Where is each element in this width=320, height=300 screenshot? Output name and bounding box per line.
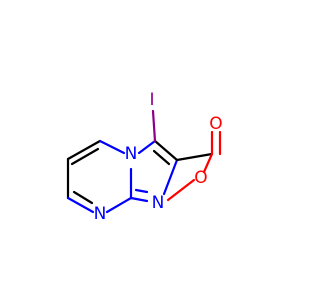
bond-n1-c8a-inner — [134, 188, 149, 194]
atom-o-carbonyl: O — [209, 114, 222, 134]
atom-labels: I N N N O O — [94, 90, 223, 224]
bond-n4-c5 — [98, 139, 126, 155]
bond-c3-c2-inner — [152, 149, 171, 166]
atom-n-imidazole: N — [152, 193, 165, 213]
atom-o-ester: O — [194, 168, 207, 188]
bond-carbonyl-ester-o — [202, 152, 214, 174]
bonds — [66, 109, 222, 214]
bond-c5-c6 — [66, 139, 102, 161]
bond-c7-n8-inner — [72, 190, 94, 205]
bond-c7-n8 — [66, 196, 95, 214]
atom-n-bridge: N — [125, 144, 138, 164]
bond-n8-c8a — [105, 196, 133, 214]
molecule-structure: I N N N O O — [66, 90, 223, 224]
bond-c5-c6-inner — [70, 147, 100, 166]
bond-ester-o-methyl — [166, 178, 196, 202]
bond-n1-c8a — [129, 196, 149, 203]
bond-c3-iodine — [151, 109, 157, 143]
bond-c2-n1 — [162, 158, 179, 196]
bond-c2-carbonyl — [175, 152, 214, 162]
bond-n4-c3 — [137, 139, 157, 155]
bond-c3-c2 — [153, 139, 179, 162]
atom-n-pyrimidine: N — [94, 204, 107, 224]
atom-iodine: I — [149, 90, 154, 110]
